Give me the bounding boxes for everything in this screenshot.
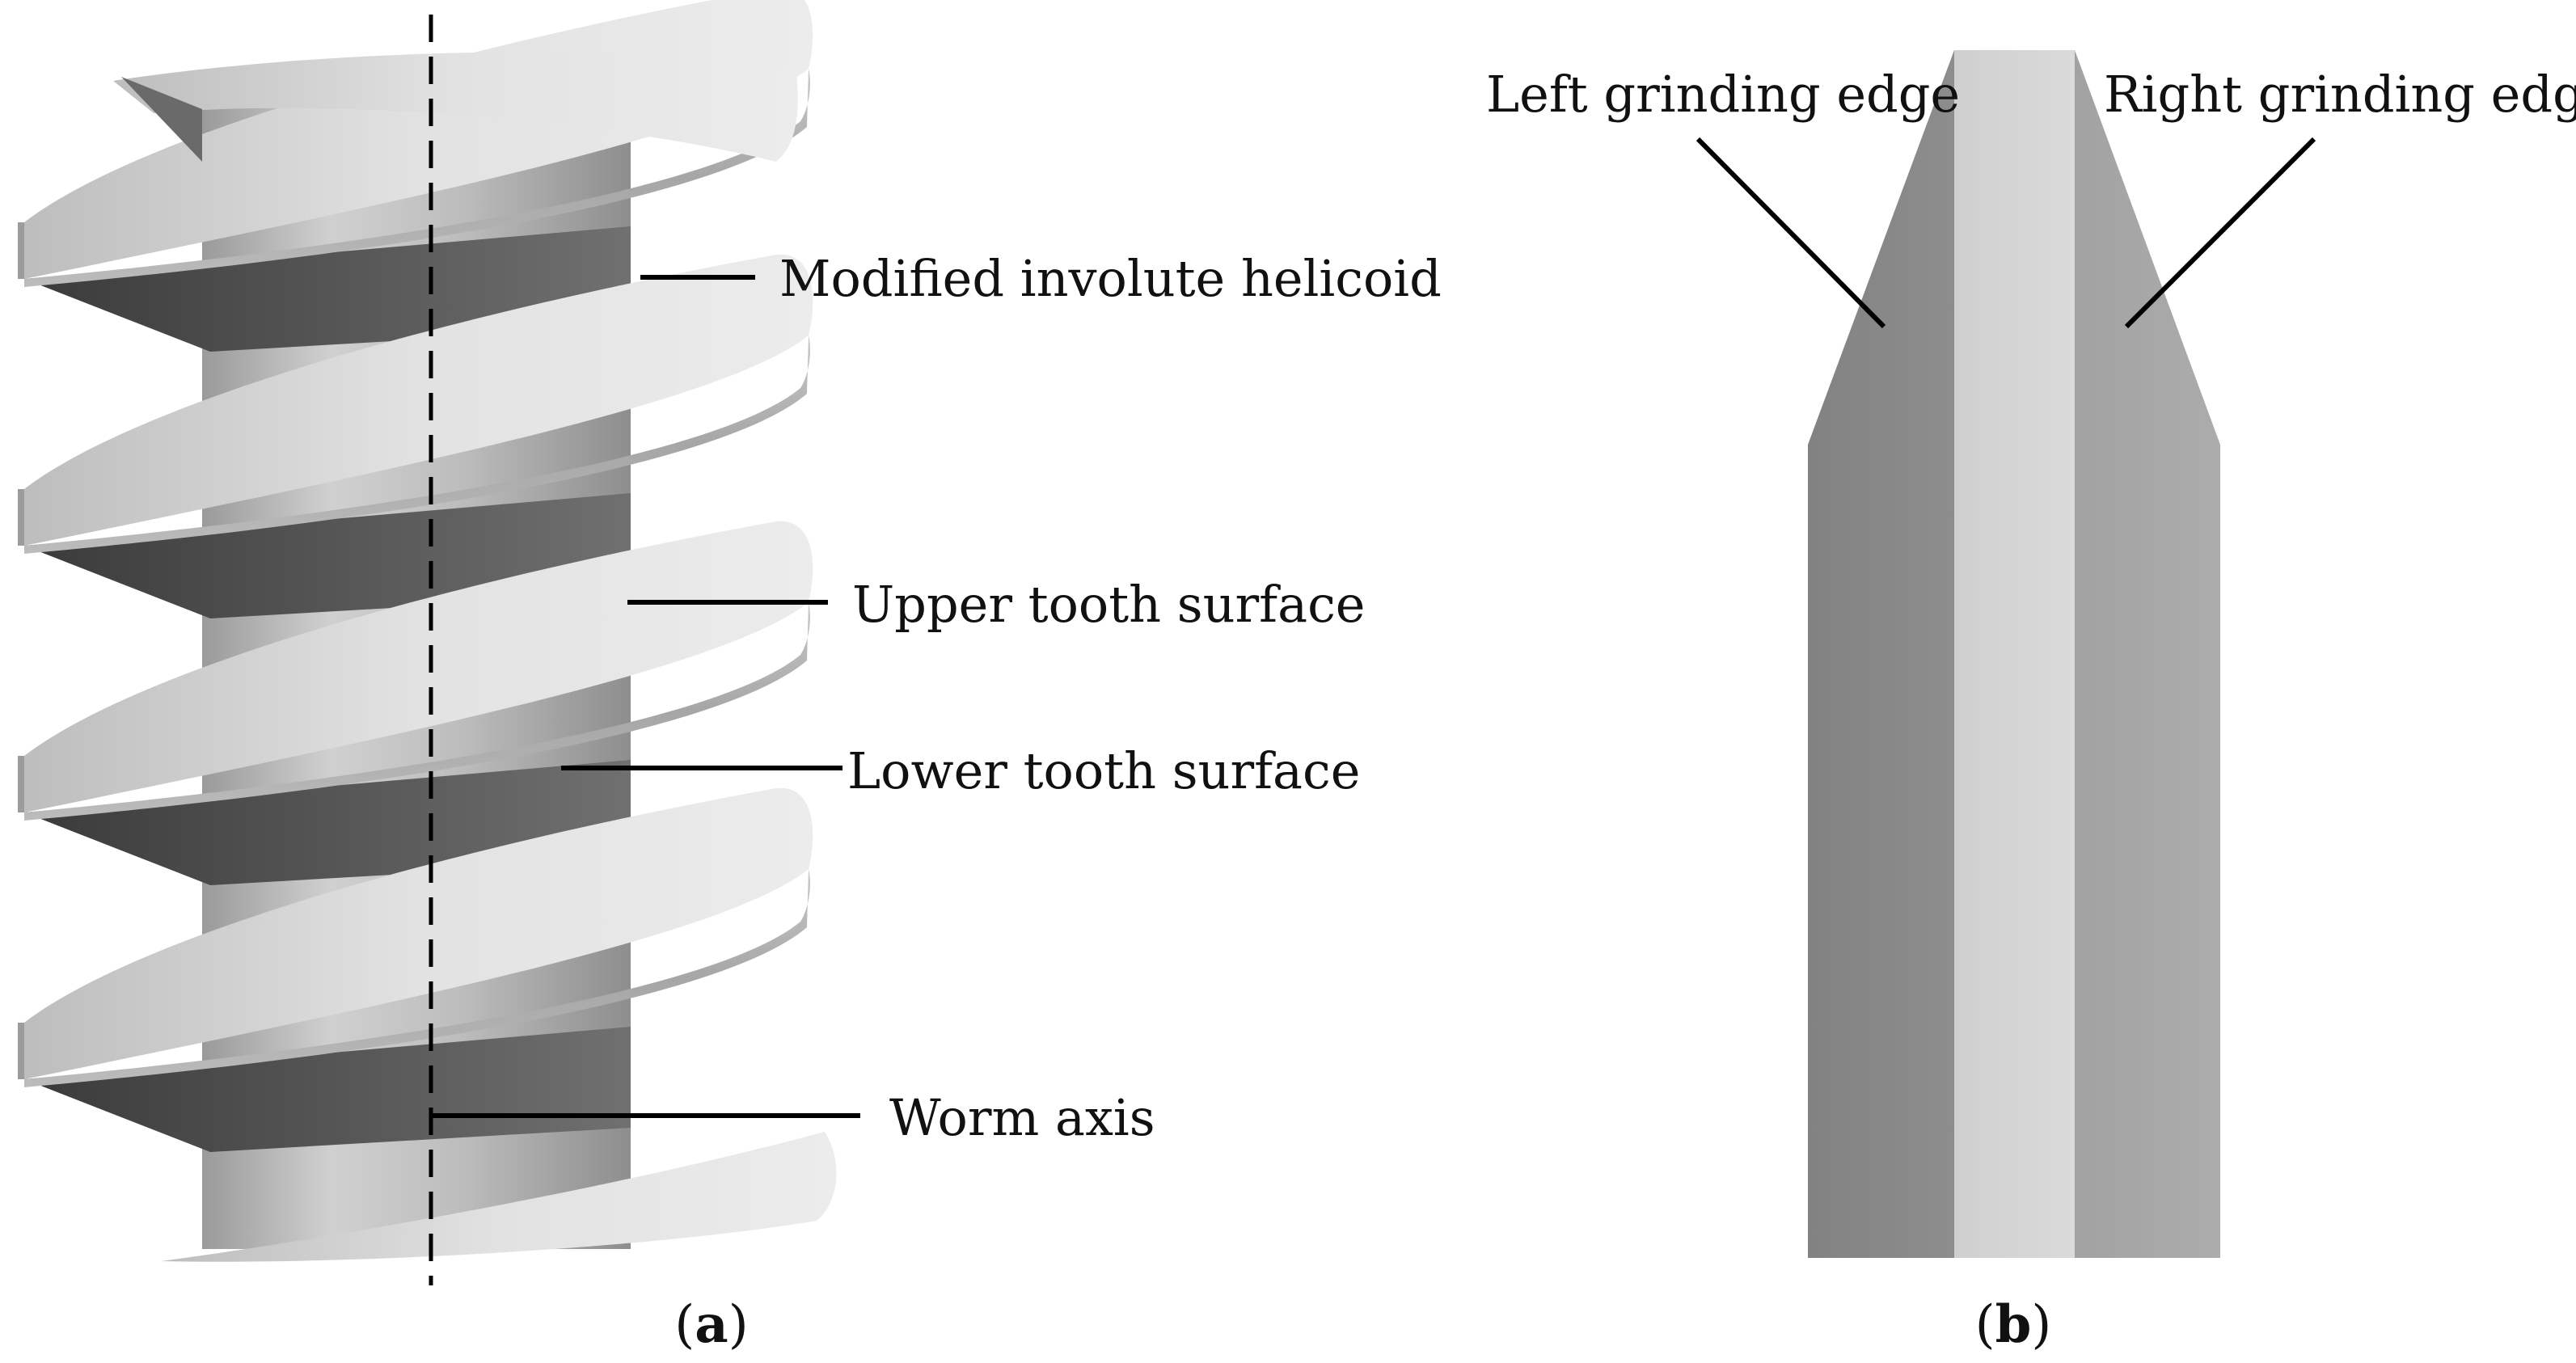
worm-thread-crest-edge [18,1023,24,1079]
leader-left-grinding-edge [1696,137,1886,329]
label-worm-axis: Worm axis [889,1088,1155,1147]
worm-thread-lower-flank [24,1027,631,1152]
worm-thread-crest-edge [18,489,24,546]
caption-b-close: ) [2031,1295,2051,1355]
grinding-wheel-center-band [1954,50,2075,1258]
caption-a-open: ( [674,1295,695,1355]
worm-thread-top-cap [113,52,798,162]
leader-right-grinding-edge [2124,137,2316,329]
caption-a-close: ) [728,1295,749,1355]
label-upper-tooth-surface: Upper tooth surface [852,575,1366,634]
worm-thread-crest-edge [18,756,24,812]
panel-b-grinding-wheel: Left grinding edge Right grinding edge (… [1486,50,2576,1355]
panel-a-worm: Modified involute helicoid Upper tooth s… [18,0,1442,1355]
label-modified-involute-helicoid: Modified involute helicoid [779,249,1442,308]
worm-thread-crest-edge [18,222,24,279]
grinding-wheel-left-flank [1808,50,1954,1258]
label-right-grinding-edge: Right grinding edge [2104,65,2576,124]
worm-thread-upper-surface [24,787,813,1079]
caption-a-letter: a [695,1294,728,1355]
worm-thread-upper-surface [24,521,813,812]
caption-b: (b) [1975,1294,2052,1355]
label-lower-tooth-surface: Lower tooth surface [847,741,1360,800]
worm-thread-upper-surface [24,254,813,546]
grinding-wheel-right-flank [2075,50,2220,1258]
caption-b-letter: b [1995,1294,2032,1355]
label-left-grinding-edge: Left grinding edge [1486,65,1960,124]
caption-a: (a) [674,1294,748,1355]
worm-thread-top-notch [121,77,202,162]
worm-thread-bottom-end [162,1132,837,1262]
caption-b-open: ( [1975,1295,1995,1355]
worm-threads [18,0,837,1262]
